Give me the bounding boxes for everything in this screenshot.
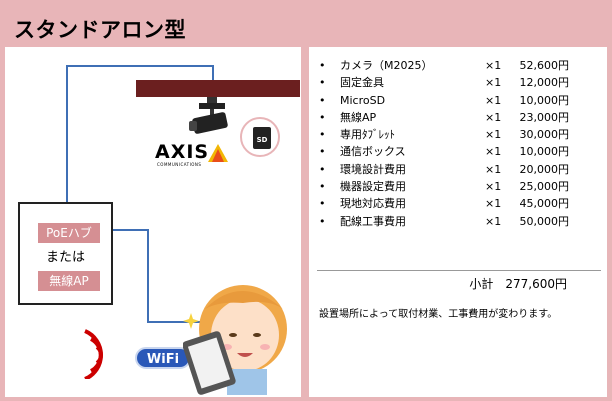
axis-triangle-icon (208, 144, 228, 162)
list-item: • 通信ボックス ×1 10,000円 (309, 143, 607, 160)
item-bullet: • (319, 162, 326, 176)
item-bullet: • (319, 76, 326, 90)
wifi-waves-icon (84, 329, 103, 379)
item-price: 10,000円 (519, 93, 570, 107)
item-name: 配線工事費用 (340, 214, 406, 228)
connection-line-tablet (147, 321, 207, 323)
item-price: 30,000円 (519, 128, 570, 142)
diagram-panel: AXIS COMMUNICATIONS SD PoEハブ または 無線AP Wi… (5, 47, 301, 397)
connection-line-top (66, 65, 214, 67)
price-panel: • カメラ（M2025） ×1 52,600円 • 固定金具 ×1 12,000円 • Micro… (309, 47, 607, 397)
item-qty: ×1 (485, 145, 502, 159)
item-price: 23,000円 (519, 110, 570, 124)
item-name: 現地対応費用 (340, 197, 406, 211)
list-item: • 配線工事費用 ×1 50,000円 (309, 213, 607, 230)
item-qty: ×1 (485, 162, 502, 176)
list-item: • カメラ（M2025） ×1 52,600円 (309, 57, 607, 74)
sd-bubble: SD (240, 117, 280, 157)
person-with-tablet-icon (183, 285, 287, 395)
item-bullet: • (319, 214, 326, 228)
connection-line-down (147, 229, 149, 323)
item-price: 50,000円 (519, 214, 570, 228)
item-bullet: • (319, 110, 326, 124)
item-name: 環境設計費用 (340, 162, 406, 176)
item-qty: ×1 (485, 180, 502, 194)
axis-subtitle: COMMUNICATIONS (157, 162, 202, 167)
list-item: • 専用ﾀﾌﾞﾚｯﾄ ×1 30,000円 (309, 126, 607, 143)
item-bullet: • (319, 59, 326, 72)
item-bullet: • (319, 93, 326, 107)
item-bullet: • (319, 197, 326, 211)
list-item: • 環境設計費用 ×1 20,000円 (309, 161, 607, 178)
connection-line-hub (105, 229, 149, 231)
item-name: 機器設定費用 (340, 180, 406, 194)
item-qty: ×1 (485, 93, 502, 107)
axis-logo: AXIS (155, 141, 210, 163)
item-bullet: • (319, 145, 326, 159)
page-title: スタンドアロン型 (14, 18, 186, 42)
item-qty: ×1 (485, 214, 502, 228)
item-name: 固定金具 (340, 76, 384, 90)
item-name: 通信ボックス (340, 145, 406, 159)
item-qty: ×1 (485, 128, 502, 142)
poe-hub-tag: PoEハブ (38, 223, 100, 243)
connection-line-left (66, 65, 68, 203)
item-qty: ×1 (485, 110, 502, 124)
note: 設置場所によって取付材業、工事費用が変わります。 (319, 309, 558, 320)
item-qty: ×1 (485, 197, 502, 211)
divider (317, 270, 601, 271)
or-label: または (45, 250, 85, 265)
item-price: 20,000円 (519, 162, 570, 176)
item-bullet: • (319, 128, 326, 142)
sd-card-icon: SD (253, 127, 271, 149)
item-bullet: • (319, 180, 326, 194)
ceiling-mount (136, 80, 300, 97)
item-name: 専用ﾀﾌﾞﾚｯﾄ (340, 128, 395, 142)
item-qty: ×1 (485, 76, 502, 90)
camera-icon (189, 97, 228, 134)
network-box: PoEハブ または 無線AP (18, 202, 113, 305)
list-item: • 機器設定費用 ×1 25,000円 (309, 178, 607, 195)
item-price: 25,000円 (519, 180, 570, 194)
list-item: • MicroSD ×1 10,000円 (309, 92, 607, 109)
item-name: 無線AP (340, 110, 377, 124)
list-item: • 固定金具 ×1 12,000円 (309, 74, 607, 91)
list-item: • 現地対応費用 ×1 45,000円 (309, 195, 607, 212)
wireless-ap-tag: 無線AP (38, 271, 100, 291)
item-name: MicroSD (340, 93, 386, 107)
subtotal: 小計 277,600円 (469, 277, 567, 291)
item-price: 52,600円 (519, 59, 570, 72)
item-price: 45,000円 (519, 197, 570, 211)
item-price: 10,000円 (519, 145, 570, 159)
item-qty: ×1 (485, 59, 502, 72)
list-item: • 無線AP ×1 23,000円 (309, 109, 607, 126)
item-price: 12,000円 (519, 76, 570, 90)
price-list: • カメラ（M2025） ×1 52,600円 • 固定金具 ×1 12,000円 • Micro… (309, 57, 607, 230)
connection-line-camera (212, 65, 214, 81)
item-name: カメラ（M2025） (340, 59, 433, 72)
